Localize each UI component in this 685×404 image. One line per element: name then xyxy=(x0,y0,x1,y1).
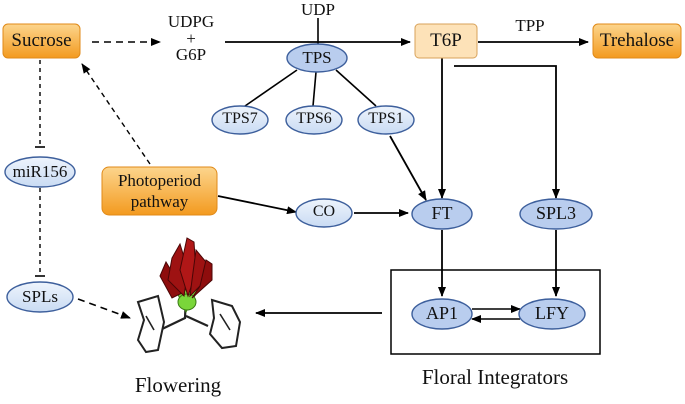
t6p-node xyxy=(414,23,478,59)
co-node xyxy=(295,198,353,228)
tps7-node xyxy=(211,105,269,135)
ft-node xyxy=(411,198,473,230)
flower-illustration xyxy=(136,237,242,354)
lfy-label: LFY xyxy=(534,303,569,323)
tps6-label: TPS6 xyxy=(296,110,332,127)
spl3-label: SPL3 xyxy=(535,203,577,223)
photoperiod-label-line1: Photoperiod xyxy=(117,171,202,190)
trehalose-node xyxy=(592,23,682,59)
edge-tps1-ft xyxy=(389,135,427,201)
floral-integrators-caption: Floral Integrators xyxy=(421,365,569,389)
spls-node xyxy=(6,281,74,313)
ft-label: FT xyxy=(431,203,453,223)
mir156-node xyxy=(4,156,76,188)
ap1-node xyxy=(411,298,473,330)
edge-spls-flowering xyxy=(77,298,131,319)
t6p-label: T6P xyxy=(430,30,462,51)
spl3-node xyxy=(519,198,593,230)
lfy-node xyxy=(518,298,586,330)
tps-label: TPS xyxy=(302,48,332,67)
tps1-label: TPS1 xyxy=(368,110,404,127)
sucrose-label: Sucrose xyxy=(11,30,72,51)
ap1-label: AP1 xyxy=(425,303,458,323)
g6p-label: G6P xyxy=(175,45,207,64)
floral-integrators-box xyxy=(390,269,601,355)
flowering-caption: Flowering xyxy=(134,373,222,397)
tps1-node xyxy=(357,105,415,135)
tpp-label: TPP xyxy=(515,16,545,35)
tps6-node xyxy=(285,105,343,135)
edge-photoperiod-sucrose xyxy=(81,63,151,165)
mir156-label: miR156 xyxy=(12,162,68,181)
plus-label: + xyxy=(186,29,196,48)
spls-label: SPLs xyxy=(22,287,58,306)
edge-tps-tps7 xyxy=(244,69,298,107)
udp-label: UDP xyxy=(300,0,335,19)
co-label: CO xyxy=(312,203,336,220)
tps-node xyxy=(286,43,348,73)
edge-tps-tps6 xyxy=(312,71,317,107)
sucrose-node xyxy=(2,23,81,59)
udpg-label: UDPG xyxy=(167,12,215,31)
trehalose-label: Trehalose xyxy=(599,30,675,51)
edge-t6p-spl3 xyxy=(454,65,560,199)
edge-photoperiod-co xyxy=(217,195,297,215)
tps7-label: TPS7 xyxy=(222,110,258,127)
photoperiod-label-line2: pathway xyxy=(130,192,189,211)
edge-tps-tps1 xyxy=(335,69,377,107)
photoperiod-node xyxy=(101,166,218,216)
